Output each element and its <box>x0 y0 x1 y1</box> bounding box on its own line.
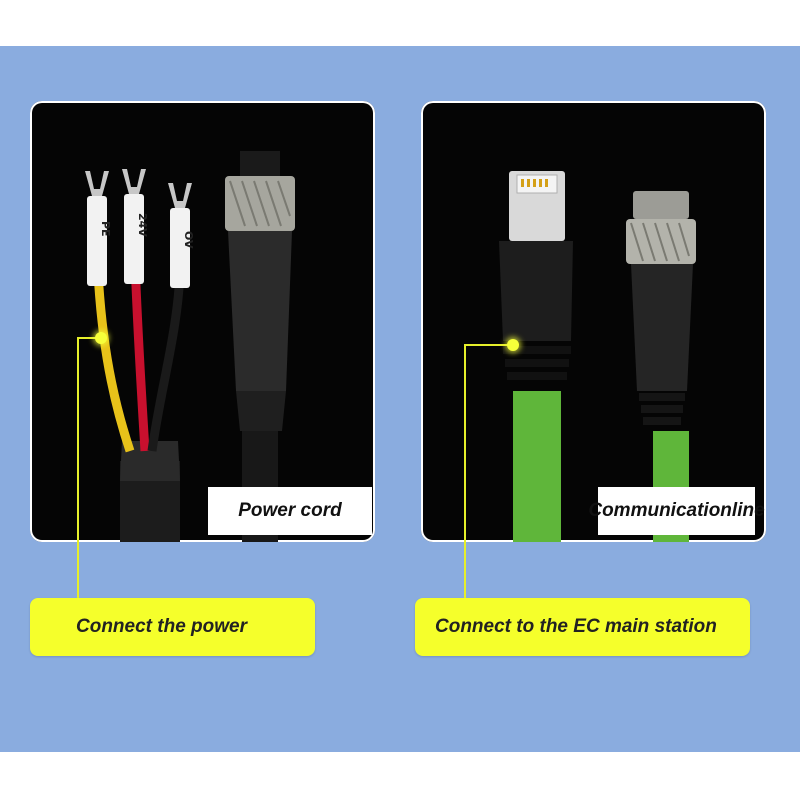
heat-shrink <box>120 441 180 481</box>
sleeve-24v <box>124 194 144 284</box>
rj45-boot-ribs <box>503 346 571 380</box>
left-leader-vertical <box>77 337 79 600</box>
m12-body <box>631 264 693 391</box>
right-leader-horizontal <box>464 344 512 346</box>
left-highlight-dot <box>95 332 107 344</box>
communication-line-illustration <box>499 171 696 542</box>
m12-knurl-lines <box>630 222 690 262</box>
connector-body <box>228 231 292 391</box>
red-wire <box>130 260 150 452</box>
m12-ribs <box>639 393 685 425</box>
communication-caption-line2: line <box>731 500 765 521</box>
left-leader-horizontal <box>77 337 102 339</box>
connect-ec-main-station-callout: Connect to the EC main station <box>415 598 750 656</box>
connect-power-callout: Connect the power <box>30 598 315 656</box>
rj45-boot <box>499 241 573 341</box>
wire-label-0v: OV <box>182 231 195 249</box>
fork-terminals <box>85 169 192 208</box>
wire-label-24v: 24V <box>136 213 149 237</box>
sleeve-0v <box>170 208 190 288</box>
connector-tip <box>240 151 280 176</box>
communication-line-photo: Communication line <box>421 101 766 542</box>
sleeve-pe <box>87 196 107 286</box>
power-cord-photo: PE 24V OV Power cord <box>30 101 375 542</box>
communication-caption-line1: Communication <box>588 500 732 521</box>
connector-strain-relief <box>236 391 286 431</box>
right-leader-vertical <box>464 344 466 600</box>
m12-tip <box>633 191 689 219</box>
ethernet-cable-green <box>513 391 561 542</box>
knurled-nut <box>225 176 295 231</box>
right-highlight-dot <box>507 339 519 351</box>
communication-line-caption: Communication line <box>588 487 765 535</box>
knurl-lines <box>229 180 291 227</box>
rj45-pins <box>521 179 548 187</box>
power-cord-illustration: PE 24V OV <box>85 151 295 542</box>
power-cord-caption: Power cord <box>208 487 372 535</box>
black-wire <box>147 270 185 452</box>
sheathed-cable <box>120 461 180 542</box>
wire-label-pe: PE <box>99 221 112 237</box>
